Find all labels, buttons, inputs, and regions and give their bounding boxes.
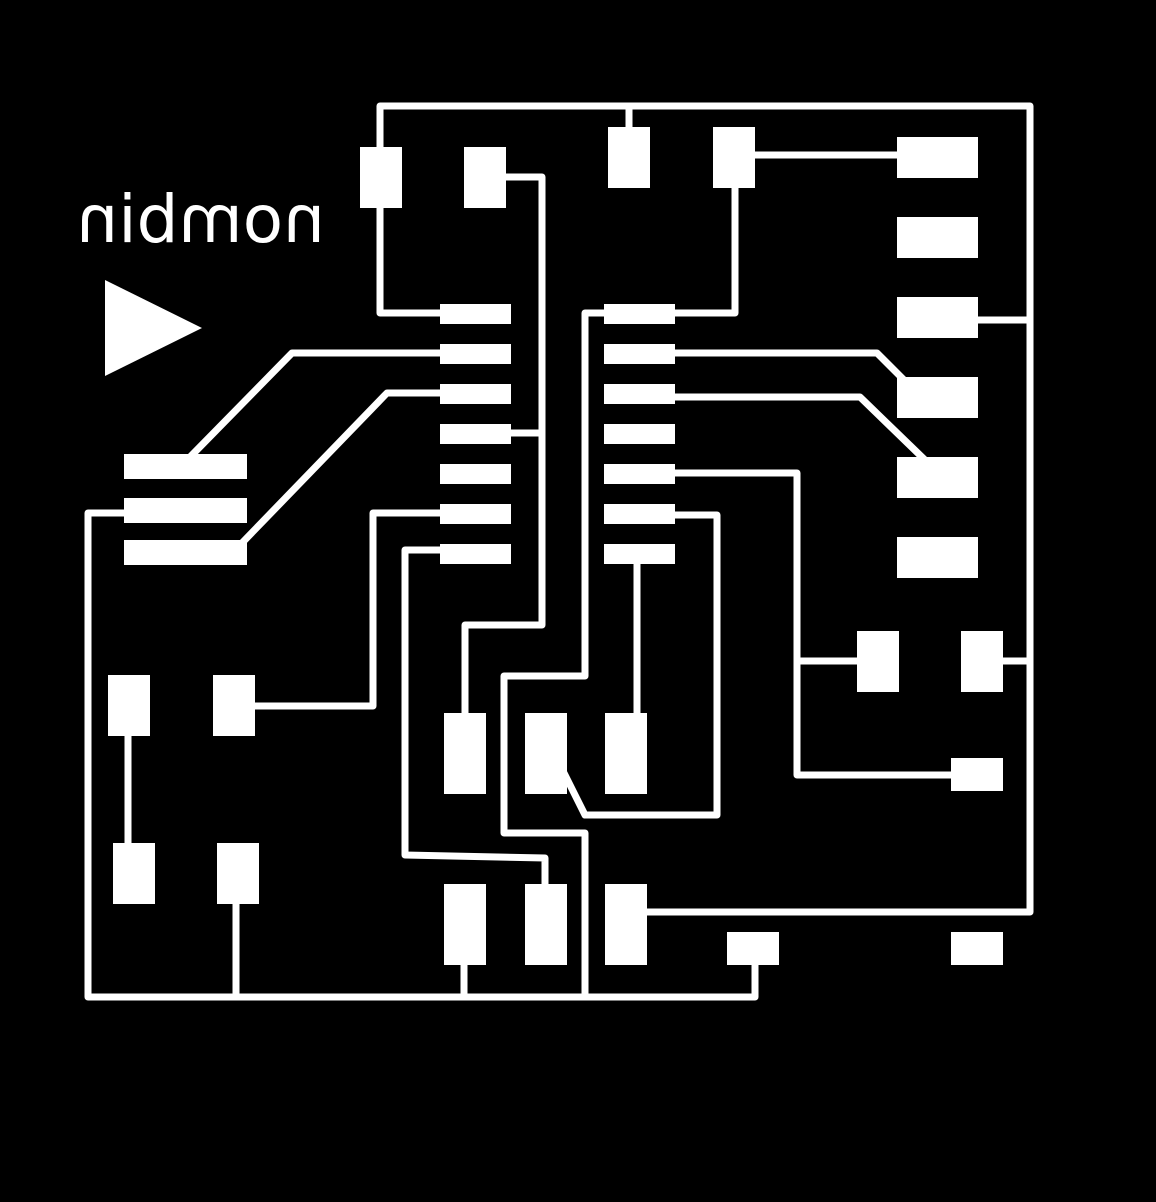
- pad-bottom-2: [525, 884, 567, 965]
- pad-bottom-small-2: [951, 932, 1003, 965]
- trace-right-ic-pin1: [668, 183, 739, 317]
- ic-pin-l4: [440, 424, 511, 444]
- pad-left-comp-2: [124, 498, 247, 523]
- pad-header-5: [897, 457, 978, 498]
- ic-pin-r3: [604, 384, 675, 404]
- ic-pin-l7: [440, 544, 511, 564]
- ic-pin-r2: [604, 344, 675, 364]
- pad-bottom-3: [605, 884, 647, 965]
- trace-top-bus: [376, 102, 1034, 916]
- pad-header-2: [897, 217, 978, 258]
- board-label-group: nombin: [76, 181, 325, 258]
- pad-top-1: [360, 147, 402, 208]
- trace-ic-left-pin7: [401, 546, 549, 891]
- ic-pin-r4: [604, 424, 675, 444]
- trace-ic-right-pin1: [500, 309, 610, 1001]
- trace-ic-right-pin2: [668, 349, 910, 386]
- pad-right-small-1: [951, 758, 1003, 791]
- trace-ic-right-pin5: [668, 469, 959, 779]
- trace-ic-left-pin6: [248, 509, 447, 710]
- ic-pin-r1: [604, 304, 675, 324]
- pad-left-comp-3: [124, 540, 247, 565]
- pad-lower-left-1: [108, 675, 150, 736]
- triangle-right-icon: [105, 280, 202, 376]
- pad-center-3: [605, 713, 647, 794]
- pad-lower-left-2: [213, 675, 255, 736]
- pad-header-6: [897, 537, 978, 578]
- ic-pin-r6: [604, 504, 675, 524]
- trace-ic-left-pin3: [235, 389, 447, 550]
- pad-top-3: [608, 127, 650, 188]
- trace-ic-right-pin6: [560, 511, 721, 819]
- trace-ic-left-pin2: [187, 349, 447, 460]
- pad-header-3: [897, 297, 978, 338]
- traces: [84, 102, 1034, 1001]
- pad-top-2: [464, 147, 506, 208]
- pad-lower-left-3: [113, 843, 155, 904]
- pad-center-1: [444, 713, 486, 794]
- pad-right-lower-2: [961, 631, 1003, 692]
- pad-header-1: [897, 137, 978, 178]
- pads: [108, 127, 1003, 965]
- pad-center-2: [525, 713, 567, 794]
- ic-pin-r5: [604, 464, 675, 484]
- pad-left-comp-1: [124, 454, 247, 479]
- pad-lower-left-4: [217, 843, 259, 904]
- trace-left-ic-pin1: [376, 203, 447, 317]
- pad-bottom-1: [444, 884, 486, 965]
- pad-header-4: [897, 377, 978, 418]
- ic-pin-l2: [440, 344, 511, 364]
- trace-ic-right-pin3: [668, 393, 930, 465]
- ic-pin-l5: [440, 464, 511, 484]
- pad-right-lower-1: [857, 631, 899, 692]
- trace-pad-to-ic: [461, 173, 546, 719]
- trace-ground: [84, 509, 759, 1001]
- ic-pin-l1: [440, 304, 511, 324]
- pad-top-4: [713, 127, 755, 188]
- pad-bottom-small-1: [727, 932, 779, 965]
- ic-pin-r7: [604, 544, 675, 564]
- board-label: nombin: [76, 181, 325, 258]
- ic-pin-l6: [440, 504, 511, 524]
- ic-pin-l3: [440, 384, 511, 404]
